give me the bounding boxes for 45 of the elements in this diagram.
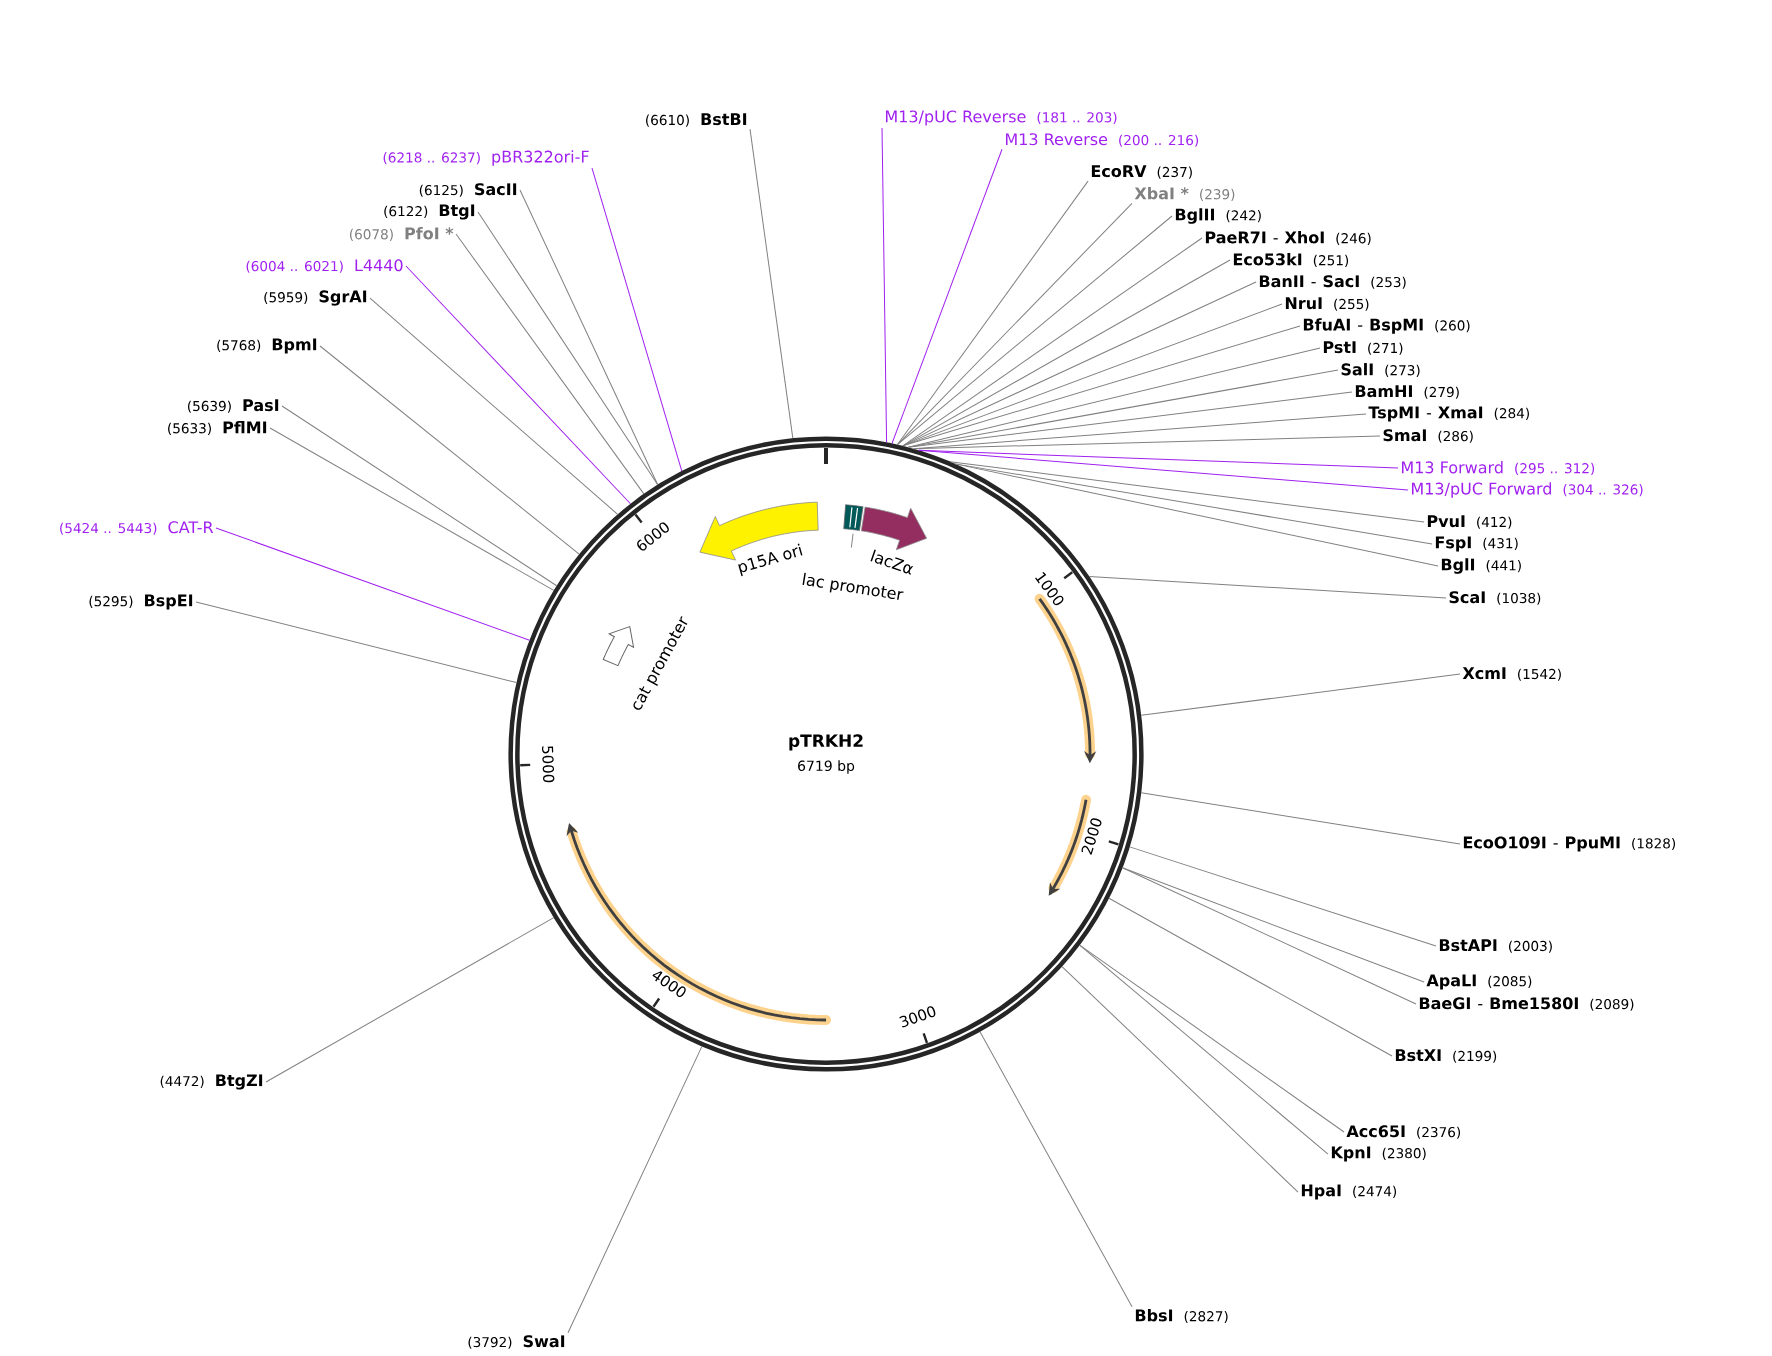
leader-line (1129, 846, 1437, 947)
leader-line (195, 601, 518, 684)
leader-line (269, 427, 555, 591)
leader-line (1108, 897, 1393, 1057)
leader-line (1122, 867, 1417, 1005)
leader-line (902, 237, 1203, 447)
leader-line (749, 128, 794, 439)
leader-line (896, 180, 1089, 446)
leader-line (319, 345, 580, 555)
leader-line (1122, 867, 1425, 983)
leader-line (567, 1045, 703, 1334)
leader-line (949, 461, 1425, 523)
leader-line (1140, 673, 1461, 716)
node-label: lacZα (870, 549, 914, 575)
leader-line (896, 215, 1173, 446)
leader-line (591, 167, 683, 472)
leader-line (455, 233, 645, 495)
leader-line (881, 127, 888, 443)
feature-segment: p15A ori (699, 501, 819, 577)
leader-line (519, 189, 659, 486)
leader-line (913, 435, 1381, 450)
leader-line (907, 347, 1321, 448)
feature-segment: lacZα (860, 506, 927, 575)
leader-line (1079, 944, 1329, 1155)
leader-line (215, 527, 530, 641)
leader-line (891, 148, 1003, 444)
leader-line (907, 391, 1353, 448)
node-label: lac promoter (802, 572, 904, 600)
leader-line (1061, 966, 1299, 1193)
leader-line (265, 917, 555, 1083)
leader-line (281, 405, 558, 587)
leader-line (1079, 944, 1345, 1133)
leader-line (902, 303, 1283, 447)
leader-line (1140, 792, 1461, 845)
leader-line (902, 259, 1231, 447)
leader-line (405, 265, 631, 505)
leader-line (902, 281, 1257, 447)
leader-line (902, 325, 1301, 447)
leader-line (477, 211, 659, 486)
leader-line (918, 449, 1409, 491)
leader-line (979, 1031, 1133, 1308)
leader-line (369, 297, 619, 515)
leader-line (896, 202, 1133, 446)
leader-line (1088, 575, 1447, 599)
leader-line (954, 463, 1439, 567)
